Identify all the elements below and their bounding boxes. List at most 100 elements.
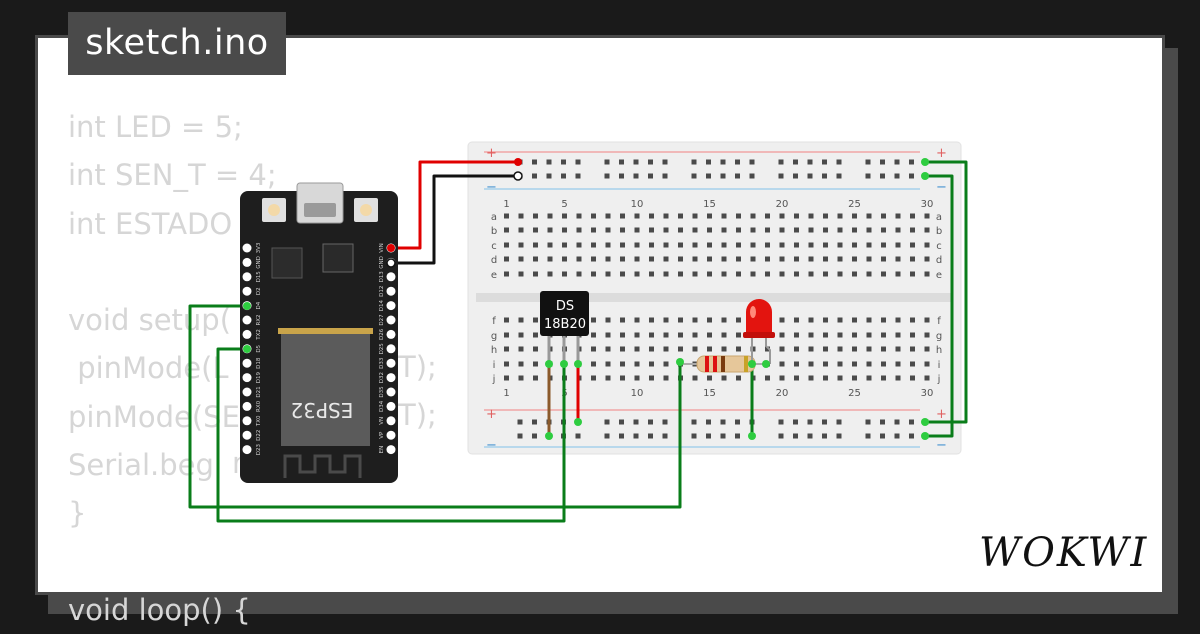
breadboard-hole [881, 256, 886, 262]
breadboard-hole [562, 227, 567, 233]
breadboard-hole [605, 361, 611, 367]
row-letter: b [491, 226, 497, 237]
breadboard-hole [808, 332, 814, 338]
breadboard-hole [721, 256, 727, 262]
pin-label: D13 [379, 271, 385, 283]
file-tab-title[interactable]: sketch.ino [68, 12, 286, 75]
breadboard-hole [649, 332, 654, 338]
rail-hole [691, 433, 697, 439]
rail-hole [604, 419, 610, 425]
breadboard-hole [721, 317, 727, 323]
breadboard: + + − − + + − − 1 5 10 15 20 25 30 1 5 1… [467, 141, 962, 455]
breadboard-hole [533, 317, 538, 323]
breadboard-hole [518, 317, 524, 323]
header-pin[interactable] [242, 430, 252, 440]
breadboard-hole [605, 213, 611, 219]
header-pin[interactable] [242, 416, 252, 426]
breadboard-hole [504, 332, 509, 338]
breadboard-hole [663, 317, 669, 323]
header-pin[interactable] [386, 373, 396, 383]
rail-hole [865, 419, 871, 425]
header-pin[interactable] [386, 401, 396, 411]
header-pin[interactable] [386, 329, 396, 339]
breadboard-hole [721, 213, 727, 219]
breadboard-hole [634, 317, 640, 323]
esp32-board[interactable]: ESP32 3V3 GND D15 D2 D4 RX2 TX2 D5 D18 D… [240, 182, 398, 483]
breadboard-hole [736, 256, 741, 262]
code-line: } [68, 496, 87, 531]
breadboard-hole [678, 242, 683, 248]
header-pin[interactable] [386, 416, 396, 426]
row-letter: f [937, 316, 941, 327]
breadboard-hole [895, 242, 901, 248]
header-pin[interactable] [242, 373, 252, 383]
breadboard-hole [605, 346, 611, 352]
header-pin[interactable] [242, 286, 252, 296]
pin-label: D25 [379, 343, 385, 355]
resistor[interactable] [680, 355, 766, 373]
header-pin[interactable] [386, 430, 396, 440]
breadboard-hole [634, 361, 640, 367]
breadboard-hole [750, 227, 756, 233]
breadboard-hole [533, 227, 538, 233]
breadboard-hole [808, 256, 814, 262]
breadboard-hole [881, 375, 886, 381]
breadboard-hole [547, 271, 553, 277]
breadboard-hole [924, 375, 930, 381]
pin-label: D21 [256, 386, 262, 397]
rail-hole [909, 159, 914, 165]
header-pin[interactable] [242, 387, 252, 397]
rail-hole [561, 159, 566, 165]
breadboard-hole [707, 332, 712, 338]
breadboard-hole [591, 332, 596, 338]
rail-hole [561, 173, 566, 179]
header-pin[interactable] [386, 344, 396, 354]
rail-hole [720, 173, 726, 179]
header-pin[interactable] [386, 272, 396, 282]
column-number: 20 [776, 199, 789, 210]
header-pin[interactable] [242, 243, 252, 253]
header-pin[interactable] [242, 257, 252, 267]
header-pin[interactable] [242, 401, 252, 411]
header-pin[interactable] [386, 358, 396, 368]
breadboard-hole [837, 227, 843, 233]
header-pin[interactable] [242, 315, 252, 325]
red-led[interactable] [743, 299, 775, 364]
header-pin[interactable] [386, 315, 396, 325]
rail-hole [532, 159, 537, 165]
breadboard-hole [504, 242, 509, 248]
breadboard-hole [765, 346, 770, 352]
rail-hole [691, 419, 697, 425]
breadboard-hole [518, 227, 524, 233]
header-pin[interactable] [242, 445, 252, 455]
row-letter: e [491, 270, 497, 281]
rail-hole [633, 433, 639, 439]
header-pin[interactable] [242, 329, 252, 339]
breadboard-hole [504, 227, 509, 233]
breadboard-hole [605, 332, 611, 338]
header-pin[interactable] [242, 272, 252, 282]
pin-label: D2 [256, 287, 262, 295]
breadboard-hole [823, 346, 828, 352]
breadboard-hole [562, 242, 567, 248]
header-pin[interactable] [386, 301, 396, 311]
header-pin[interactable] [386, 387, 396, 397]
header-pin[interactable] [242, 358, 252, 368]
ds18b20-sensor[interactable]: DS 18B20 [540, 291, 589, 364]
breadboard-hole [765, 256, 770, 262]
breadboard-hole [837, 361, 843, 367]
header-pin[interactable] [386, 445, 396, 455]
breadboard-hole [866, 242, 872, 248]
breadboard-hole [533, 361, 538, 367]
rail-hole [822, 433, 827, 439]
breadboard-hole [750, 213, 756, 219]
header-pin[interactable] [386, 286, 396, 296]
row-letter: e [936, 270, 942, 281]
breadboard-hole [852, 242, 857, 248]
breadboard-hole [823, 242, 828, 248]
breadboard-hole [910, 361, 915, 367]
rail-hole [633, 159, 639, 165]
column-number: 30 [921, 199, 934, 210]
code-line: int LED = 5; [68, 110, 243, 144]
rail-hole [720, 159, 726, 165]
